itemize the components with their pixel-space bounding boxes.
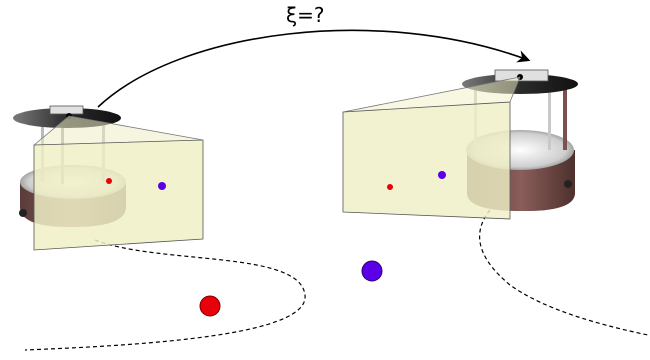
projection-red-right (387, 184, 393, 190)
trajectory-left (24, 239, 306, 351)
projection-blue-left (158, 182, 166, 190)
motion-arrow (97, 29, 531, 108)
image-plane-right (342, 76, 521, 220)
xi-label: ξ=? (286, 3, 325, 27)
landmark-blue (361, 260, 383, 282)
projection-red-left (106, 178, 112, 184)
projection-blue-right (438, 171, 446, 179)
image-plane-left (33, 115, 204, 251)
landmark-red (199, 295, 221, 317)
trajectory-right (479, 209, 649, 336)
